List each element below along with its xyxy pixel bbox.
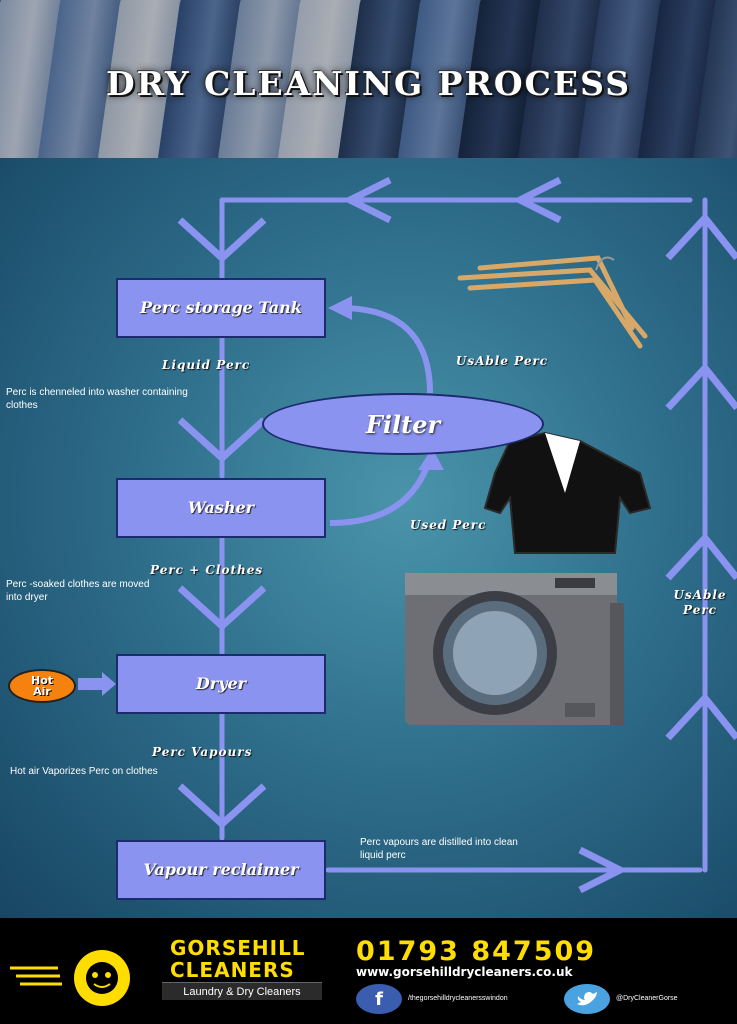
facebook-icon-label: f bbox=[375, 988, 383, 1010]
twitter-bird-icon bbox=[577, 992, 597, 1006]
facebook-handle[interactable]: /thegorsehilldrycleanersswindon bbox=[408, 995, 508, 1002]
header-banner: DRY CLEANING PROCESS bbox=[0, 0, 737, 158]
vapour-reclaimer-box: Vapour reclaimer bbox=[116, 840, 326, 900]
hot-air-arrow bbox=[78, 672, 116, 696]
arrow-down bbox=[177, 217, 267, 262]
brand-name-line1: GORSEHILL bbox=[170, 936, 306, 960]
process-diagram: Perc storage Tank Washer Dryer Vapour re… bbox=[0, 158, 737, 918]
washer-box: Washer bbox=[116, 478, 326, 538]
hot-air-badge: Hot Air bbox=[8, 669, 76, 703]
brand-name-line2: CLEANERS bbox=[170, 958, 295, 982]
curve-arrowhead bbox=[418, 448, 444, 470]
curve-arrowhead bbox=[328, 296, 352, 320]
jacket-icon bbox=[483, 423, 652, 554]
header-overlay bbox=[0, 0, 737, 158]
page-title: DRY CLEANING PROCESS bbox=[105, 64, 632, 103]
usable-perc-return-label: UsAble Perc bbox=[673, 588, 727, 617]
website-link[interactable]: www.gorsehilldrycleaners.co.uk bbox=[356, 965, 573, 979]
used-perc-curve bbox=[329, 457, 433, 526]
phone-number[interactable]: 01793 847509 bbox=[356, 936, 597, 967]
arrow-down bbox=[177, 783, 267, 828]
arrow-down bbox=[177, 585, 267, 630]
dryer-note: Perc -soaked clothes are moved into drye… bbox=[6, 579, 150, 603]
arrow-up bbox=[665, 364, 737, 411]
hanger-image bbox=[457, 255, 648, 349]
liquid-perc-label: Liquid Perc bbox=[162, 358, 251, 372]
perc-storage-tank-box: Perc storage Tank bbox=[116, 278, 326, 338]
twitter-icon[interactable] bbox=[564, 984, 610, 1014]
footer: GORSEHILL CLEANERS Laundry & Dry Cleaner… bbox=[0, 918, 737, 1024]
vaporize-note: Hot air Vaporizes Perc on clothes bbox=[10, 766, 158, 777]
hanger-hook bbox=[595, 256, 615, 271]
perc-vapours-label: Perc Vapours bbox=[152, 745, 253, 759]
perc-clothes-label: Perc + Clothes bbox=[150, 563, 264, 577]
distill-note: Perc vapours are distilled into clean li… bbox=[360, 837, 518, 861]
arrow-down bbox=[177, 417, 267, 462]
usable-perc-filter-label: UsAble Perc bbox=[455, 354, 549, 368]
filter-ellipse: Filter bbox=[262, 393, 544, 455]
facebook-icon[interactable]: f bbox=[356, 984, 402, 1014]
arrow-left bbox=[346, 176, 392, 224]
arrow-up bbox=[665, 214, 737, 261]
washing-machine-image bbox=[405, 573, 624, 725]
hot-air-label: Hot Air bbox=[30, 674, 54, 698]
twitter-handle[interactable]: @DryCleanerGorse bbox=[616, 995, 678, 1002]
arrow-up bbox=[665, 534, 737, 581]
arrow-up bbox=[665, 694, 737, 741]
used-perc-label: Used Perc bbox=[410, 518, 487, 532]
arrow-right bbox=[578, 846, 624, 894]
arrow-left bbox=[516, 176, 562, 224]
brand-tagline: Laundry & Dry Cleaners bbox=[162, 982, 322, 1000]
washer-note: Perc is chenneled into washer containing… bbox=[6, 387, 188, 411]
flow-arrows bbox=[78, 176, 737, 894]
logo-icon bbox=[10, 950, 130, 1006]
usable-perc-curve bbox=[339, 305, 433, 394]
dryer-box: Dryer bbox=[116, 654, 326, 714]
